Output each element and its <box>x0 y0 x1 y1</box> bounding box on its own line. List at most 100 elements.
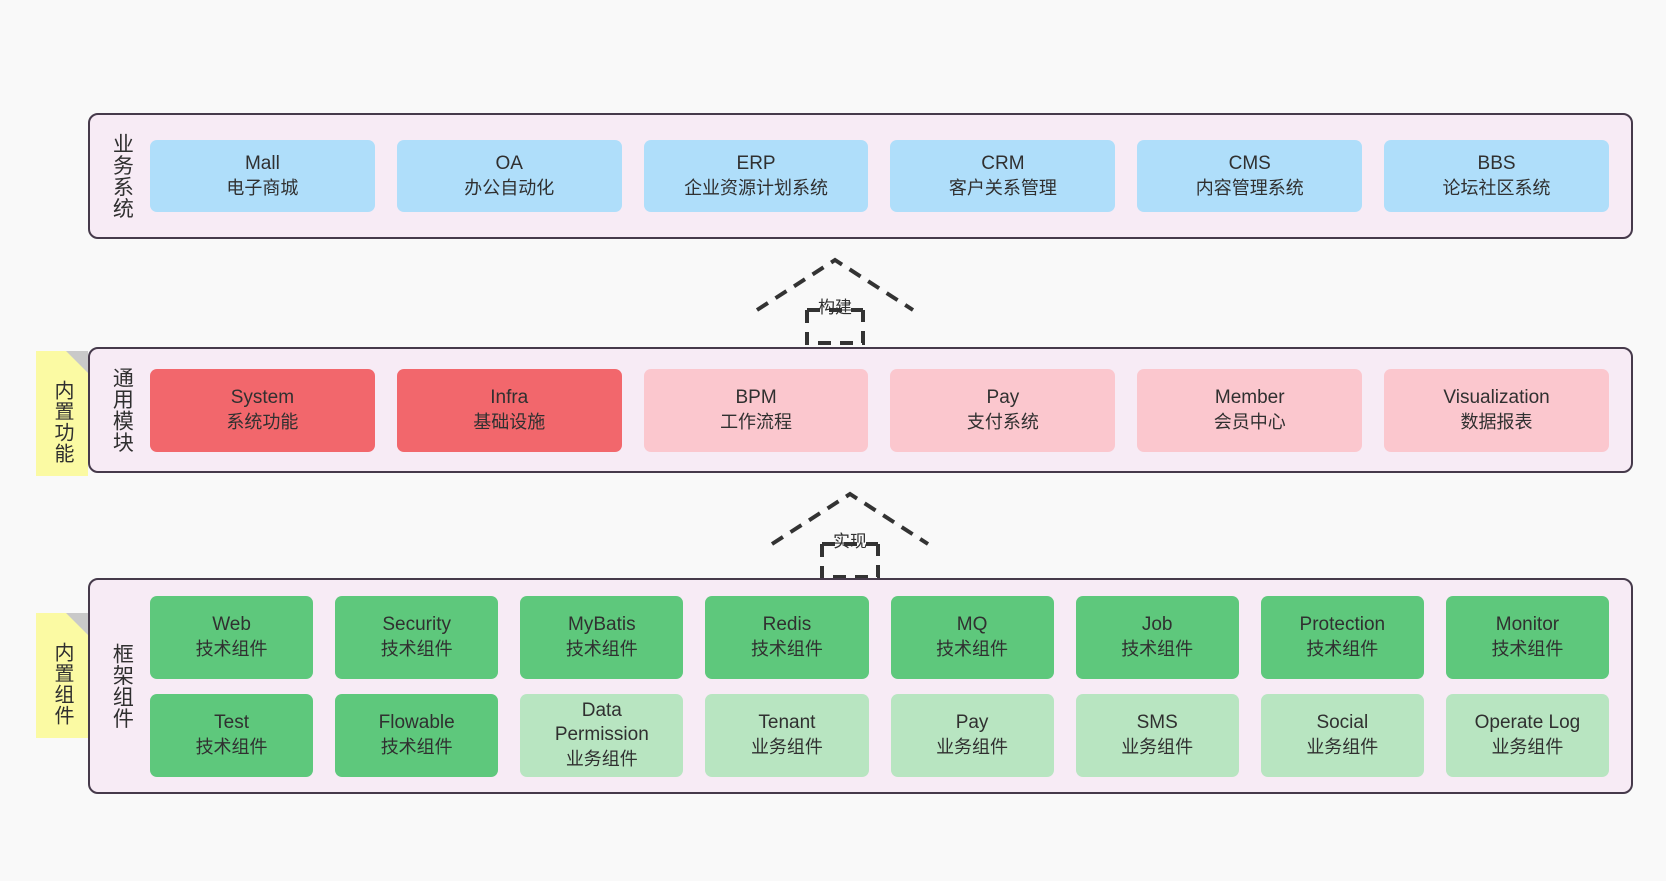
card-title-cn: 工作流程 <box>720 411 793 432</box>
card-bpm[interactable]: BPM 工作流程 <box>643 368 869 452</box>
card-mq[interactable]: MQ 技术组件 <box>890 595 1054 679</box>
card-title-en-line2: Permission <box>554 724 649 746</box>
note-label: 内置组件 <box>51 641 73 726</box>
card-flowable[interactable]: Flowable 技术组件 <box>335 693 499 777</box>
card-title-cn: 数据报表 <box>1460 411 1533 432</box>
card-title-cn: 会员中心 <box>1213 411 1286 432</box>
card-title-cn: 技术组件 <box>195 736 268 757</box>
card-title-cn: 技术组件 <box>750 638 823 659</box>
card-data-permission[interactable]: Data Permission 业务组件 <box>520 693 684 777</box>
card-title-cn: 客户关系管理 <box>948 177 1057 198</box>
card-system[interactable]: System 系统功能 <box>150 368 375 452</box>
note-label: 内置功能 <box>51 379 73 464</box>
card-title-cn: 技术组件 <box>936 638 1009 659</box>
card-title-en: SMS <box>1136 712 1178 734</box>
card-title-en: Web <box>212 614 251 636</box>
card-title-cn: 业务组件 <box>1491 736 1564 757</box>
card-test[interactable]: Test 技术组件 <box>150 693 314 777</box>
layer-title-framework-components: 框架组件 <box>110 643 134 729</box>
layer-body-common-modules: System 系统功能 Infra 基础设施 BPM 工作流程 Pay 支付系统… <box>144 349 1631 471</box>
card-row: Web 技术组件 Security 技术组件 MyBatis 技术组件 Redi… <box>150 595 1609 679</box>
card-title-en: Protection <box>1299 614 1386 636</box>
connector-label-implement: 实现 <box>833 532 867 551</box>
card-title-en: MyBatis <box>568 614 636 636</box>
card-title-cn: 技术组件 <box>380 638 453 659</box>
card-title-en: Infra <box>490 387 529 409</box>
card-title-cn: 系统功能 <box>226 411 299 432</box>
arrow-head-open-triangle <box>770 491 930 546</box>
card-title-cn: 论坛社区系统 <box>1442 177 1551 198</box>
card-erp[interactable]: ERP 企业资源计划系统 <box>643 140 869 212</box>
card-monitor[interactable]: Monitor 技术组件 <box>1445 595 1609 679</box>
card-title-en: Job <box>1141 614 1173 636</box>
card-title-en: Mall <box>244 153 280 175</box>
card-security[interactable]: Security 技术组件 <box>335 595 499 679</box>
card-title-cn: 技术组件 <box>565 638 638 659</box>
card-title-en: Tenant <box>758 712 816 734</box>
card-title-cn: 技术组件 <box>195 638 268 659</box>
card-oa[interactable]: OA 办公自动化 <box>396 140 622 212</box>
layer-title-business-systems: 业务系统 <box>110 133 134 219</box>
card-title-cn: 业务组件 <box>1306 736 1379 757</box>
card-title-cn: 技术组件 <box>1306 638 1379 659</box>
card-mall[interactable]: Mall 电子商城 <box>150 140 375 212</box>
card-mybatis[interactable]: MyBatis 技术组件 <box>520 595 684 679</box>
card-title-en: System <box>230 387 295 409</box>
card-title-en: CMS <box>1228 153 1271 175</box>
card-title-en: Member <box>1214 387 1285 409</box>
card-title-cn: 企业资源计划系统 <box>684 177 829 198</box>
card-row: Mall 电子商城 OA 办公自动化 ERP 企业资源计划系统 CRM 客户关系… <box>150 140 1609 212</box>
card-protection[interactable]: Protection 技术组件 <box>1260 595 1424 679</box>
layer-business-systems: 业务系统 Mall 电子商城 OA 办公自动化 ERP 企业资源计划系统 CRM… <box>88 113 1633 239</box>
card-row: System 系统功能 Infra 基础设施 BPM 工作流程 Pay 支付系统… <box>150 368 1609 452</box>
layer-body-business-systems: Mall 电子商城 OA 办公自动化 ERP 企业资源计划系统 CRM 客户关系… <box>144 115 1631 237</box>
card-title-en: BBS <box>1477 153 1516 175</box>
card-title-cn: 业务组件 <box>936 736 1009 757</box>
card-title-en: OA <box>495 153 523 175</box>
card-title-cn: 支付系统 <box>966 411 1039 432</box>
card-title-en: CRM <box>981 153 1025 175</box>
card-bbs[interactable]: BBS 论坛社区系统 <box>1384 140 1609 212</box>
card-title-cn: 业务组件 <box>750 736 823 757</box>
card-job[interactable]: Job 技术组件 <box>1075 595 1239 679</box>
card-title-en: Redis <box>762 614 812 636</box>
card-title-en: Pay <box>955 712 989 734</box>
card-title-cn: 电子商城 <box>226 177 299 198</box>
card-crm[interactable]: CRM 客户关系管理 <box>890 140 1116 212</box>
card-title-en: Security <box>382 614 451 636</box>
card-member[interactable]: Member 会员中心 <box>1137 368 1363 452</box>
card-operate-log[interactable]: Operate Log 业务组件 <box>1445 693 1609 777</box>
card-title-en: Operate Log <box>1474 712 1581 734</box>
layer-body-framework-components: Web 技术组件 Security 技术组件 MyBatis 技术组件 Redi… <box>144 580 1631 792</box>
card-title-en: Data <box>581 700 622 722</box>
card-title-en: ERP <box>736 153 776 175</box>
card-infra[interactable]: Infra 基础设施 <box>396 368 622 452</box>
card-title-en: Visualization <box>1443 387 1550 409</box>
connector-build: 构建 <box>755 257 915 345</box>
folded-corner-icon <box>66 613 88 635</box>
card-tenant[interactable]: Tenant 业务组件 <box>705 693 869 777</box>
connector-implement: 实现 <box>770 491 930 579</box>
card-pay-component[interactable]: Pay 业务组件 <box>890 693 1054 777</box>
card-visualization[interactable]: Visualization 数据报表 <box>1384 368 1609 452</box>
card-title-cn: 业务组件 <box>565 748 638 769</box>
card-title-en: Monitor <box>1495 614 1560 636</box>
card-redis[interactable]: Redis 技术组件 <box>705 595 869 679</box>
card-title-en: BPM <box>735 387 777 409</box>
card-social[interactable]: Social 业务组件 <box>1260 693 1424 777</box>
card-title-cn: 办公自动化 <box>464 177 555 198</box>
card-sms[interactable]: SMS 业务组件 <box>1075 693 1239 777</box>
card-title-en: Pay <box>986 387 1020 409</box>
folded-corner-icon <box>66 351 88 373</box>
card-title-en: Social <box>1316 712 1369 734</box>
card-cms[interactable]: CMS 内容管理系统 <box>1137 140 1363 212</box>
card-title-cn: 技术组件 <box>1491 638 1564 659</box>
card-title-cn: 技术组件 <box>380 736 453 757</box>
note-builtin-components: 内置组件 <box>36 613 88 738</box>
card-title-en: MQ <box>956 614 988 636</box>
card-web[interactable]: Web 技术组件 <box>150 595 314 679</box>
connector-label-build: 构建 <box>818 298 852 317</box>
card-pay[interactable]: Pay 支付系统 <box>890 368 1116 452</box>
note-builtin-features: 内置功能 <box>36 351 88 476</box>
